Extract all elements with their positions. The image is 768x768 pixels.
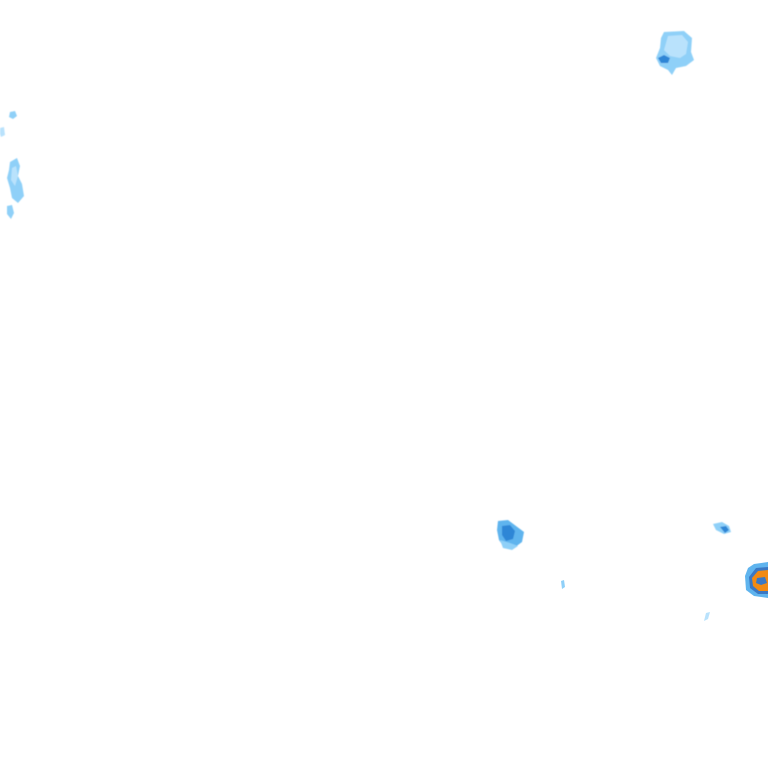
echo-cell-right-small: [713, 522, 731, 534]
echo-cell-left-edge-upper: [0, 111, 17, 137]
echo-cell-center-right: [497, 520, 524, 550]
echo-cell-top-right: [656, 31, 694, 75]
echo-speck-lower-right: [704, 612, 710, 621]
echo-cell-left-edge-mid: [7, 158, 24, 219]
echo-cell-right-edge-storm: [745, 562, 768, 598]
echo-speck-center: [561, 580, 565, 589]
